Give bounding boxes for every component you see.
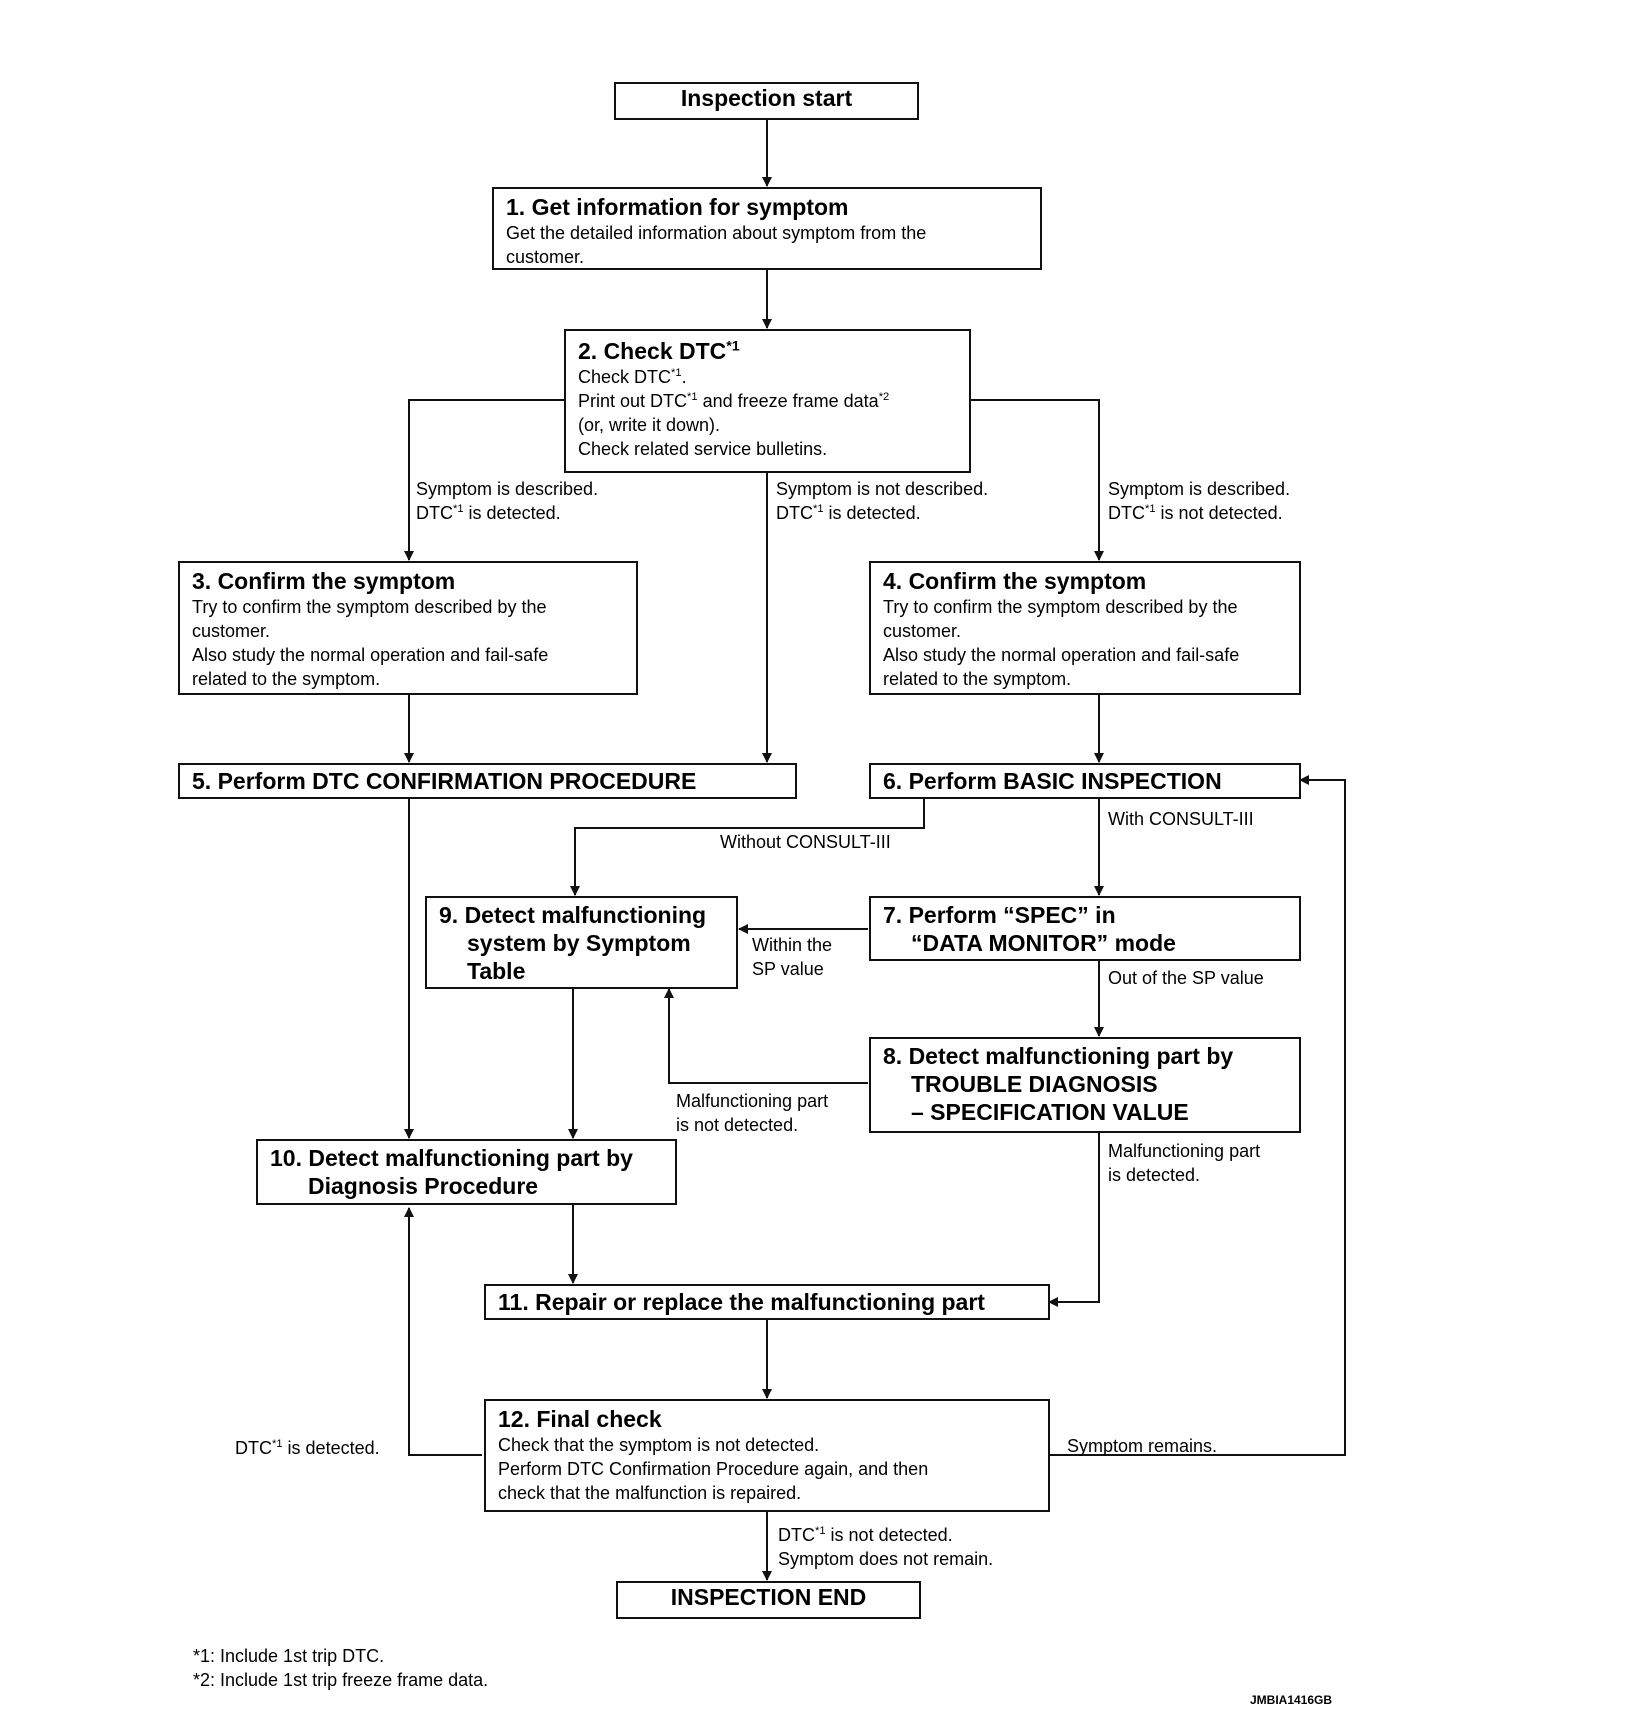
step-2-line-1: Check DTC*1. bbox=[578, 367, 687, 387]
step-9-title-line-1: 9. Detect malfunctioning bbox=[439, 902, 707, 928]
step-5-title: 5. Perform DTC CONFIRMATION PROCEDURE bbox=[192, 768, 697, 794]
step-1-line-1: Get the detailed information about sympt… bbox=[506, 223, 927, 243]
step-1-line-2: customer. bbox=[506, 247, 585, 267]
label-mal-not-detected-line-1: Malfunctioning part bbox=[676, 1091, 829, 1111]
label-mal-detected-line-1: Malfunctioning part bbox=[1108, 1141, 1261, 1161]
footnote-1: *1: Include 1st trip DTC. bbox=[193, 1646, 385, 1666]
step-3-box: 3. Confirm the symptom Try to confirm th… bbox=[178, 561, 638, 695]
label-to-step-3-line-2: DTC*1 is detected. bbox=[416, 503, 561, 523]
step-3-line-2: customer. bbox=[192, 621, 271, 641]
step-4-line-1: Try to confirm the symptom described by … bbox=[883, 597, 1238, 617]
label-dtc-detected: DTC*1 is detected. bbox=[235, 1438, 380, 1458]
inspection-end-title: INSPECTION END bbox=[670, 1584, 867, 1610]
label-to-step-4-line-2: DTC*1 is not detected. bbox=[1108, 503, 1283, 523]
step-5-box: 5. Perform DTC CONFIRMATION PROCEDURE bbox=[178, 763, 797, 799]
step-10-title-line-1: 10. Detect malfunctioning part by bbox=[270, 1145, 633, 1171]
step-11-title: 11. Repair or replace the malfunctioning… bbox=[498, 1289, 985, 1315]
label-to-end-line-2: Symptom does not remain. bbox=[778, 1549, 994, 1569]
step-9-title-line-3: Table bbox=[467, 958, 526, 984]
step-4-line-4: related to the symptom. bbox=[883, 669, 1072, 689]
step-9-title-line-2: system by Symptom bbox=[467, 930, 691, 956]
arrow-8-to-9 bbox=[664, 988, 868, 1084]
step-7-box: 7. Perform “SPEC” in “DATA MONITOR” mode bbox=[869, 896, 1301, 961]
inspection-start-box: Inspection start bbox=[614, 82, 919, 120]
step-12-box: 12. Final check Check that the symptom i… bbox=[484, 1399, 1050, 1512]
step-4-title: 4. Confirm the symptom bbox=[883, 568, 1147, 594]
arrow-6-to-9 bbox=[570, 798, 925, 896]
inspection-start-title: Inspection start bbox=[680, 85, 853, 111]
step-8-title-line-3: – SPECIFICATION VALUE bbox=[911, 1099, 1189, 1125]
step-6-title: 6. Perform BASIC INSPECTION bbox=[883, 768, 1222, 794]
figure-code: JMBIA1416GB bbox=[1250, 1693, 1333, 1707]
step-2-line-2: Print out DTC*1 and freeze frame data*2 bbox=[578, 391, 890, 411]
label-to-step-3-line-1: Symptom is described. bbox=[416, 479, 599, 499]
arrow-2-to-4 bbox=[971, 399, 1104, 561]
label-to-step-4: Symptom is described. DTC*1 is not detec… bbox=[1108, 477, 1290, 525]
label-to-step-4-line-1: Symptom is described. bbox=[1108, 479, 1291, 499]
step-8-title-line-2: TROUBLE DIAGNOSIS bbox=[911, 1071, 1158, 1097]
step-8-box: 8. Detect malfunctioning part by TROUBLE… bbox=[869, 1037, 1301, 1133]
arrow-12-to-10 bbox=[404, 1207, 482, 1456]
label-mal-detected-line-2: is detected. bbox=[1108, 1165, 1201, 1185]
step-1-title: 1. Get information for symptom bbox=[506, 194, 849, 220]
step-1-box: 1. Get information for symptom Get the d… bbox=[492, 187, 1042, 270]
step-12-title: 12. Final check bbox=[498, 1406, 662, 1432]
step-4-line-2: customer. bbox=[883, 621, 962, 641]
label-to-step-5-line-1: Symptom is not described. bbox=[776, 479, 989, 499]
step-11-box: 11. Repair or replace the malfunctioning… bbox=[484, 1284, 1050, 1320]
label-within-sp: Within the SP value bbox=[752, 933, 832, 981]
label-symptom-remains: Symptom remains. bbox=[1067, 1436, 1218, 1456]
label-to-end: DTC*1 is not detected. Symptom does not … bbox=[778, 1523, 993, 1571]
step-3-title: 3. Confirm the symptom bbox=[192, 568, 456, 594]
label-within-sp-line-2: SP value bbox=[752, 959, 824, 979]
step-3-line-3: Also study the normal operation and fail… bbox=[192, 645, 549, 665]
label-out-of-sp: Out of the SP value bbox=[1108, 968, 1264, 988]
inspection-end-box: INSPECTION END bbox=[616, 1581, 921, 1619]
label-without-consult: Without CONSULT-III bbox=[720, 832, 891, 852]
label-to-step-3: Symptom is described. DTC*1 is detected. bbox=[416, 477, 598, 525]
step-2-box: 2. Check DTC*1 Check DTC*1. Print out DT… bbox=[564, 329, 971, 473]
step-3-line-4: related to the symptom. bbox=[192, 669, 381, 689]
step-10-box: 10. Detect malfunctioning part by Diagno… bbox=[256, 1139, 677, 1205]
label-to-step-5: Symptom is not described. DTC*1 is detec… bbox=[776, 477, 988, 525]
step-8-title-line-1: 8. Detect malfunctioning part by bbox=[883, 1043, 1234, 1069]
step-12-line-1: Check that the symptom is not detected. bbox=[498, 1435, 820, 1455]
step-2-title: 2. Check DTC*1 bbox=[578, 338, 740, 364]
step-2-line-3: (or, write it down). bbox=[578, 415, 721, 435]
step-4-box: 4. Confirm the symptom Try to confirm th… bbox=[869, 561, 1301, 695]
step-3-line-1: Try to confirm the symptom described by … bbox=[192, 597, 547, 617]
label-mal-not-detected: Malfunctioning part is not detected. bbox=[676, 1089, 828, 1137]
arrow-8-to-11 bbox=[1048, 1133, 1100, 1307]
step-7-title-line-1: 7. Perform “SPEC” in bbox=[883, 902, 1116, 928]
label-mal-not-detected-line-2: is not detected. bbox=[676, 1115, 799, 1135]
step-7-title-line-2: “DATA MONITOR” mode bbox=[911, 930, 1176, 956]
step-12-line-3: check that the malfunction is repaired. bbox=[498, 1483, 802, 1503]
step-10-title-line-2: Diagnosis Procedure bbox=[308, 1173, 539, 1199]
label-within-sp-line-1: Within the bbox=[752, 935, 833, 955]
footnote-2: *2: Include 1st trip freeze frame data. bbox=[193, 1670, 489, 1690]
step-6-box: 6. Perform BASIC INSPECTION bbox=[869, 763, 1301, 799]
label-mal-detected: Malfunctioning part is detected. bbox=[1108, 1139, 1260, 1187]
label-to-end-line-1: DTC*1 is not detected. bbox=[778, 1525, 953, 1545]
step-12-line-2: Perform DTC Confirmation Procedure again… bbox=[498, 1459, 929, 1479]
arrow-2-to-3 bbox=[404, 399, 564, 561]
step-4-line-3: Also study the normal operation and fail… bbox=[883, 645, 1240, 665]
label-to-step-5-line-2: DTC*1 is detected. bbox=[776, 503, 921, 523]
arrow-12-to-6 bbox=[1049, 775, 1346, 1456]
label-with-consult: With CONSULT-III bbox=[1108, 809, 1254, 829]
step-2-line-4: Check related service bulletins. bbox=[578, 439, 828, 459]
step-9-box: 9. Detect malfunctioning system by Sympt… bbox=[425, 896, 738, 989]
